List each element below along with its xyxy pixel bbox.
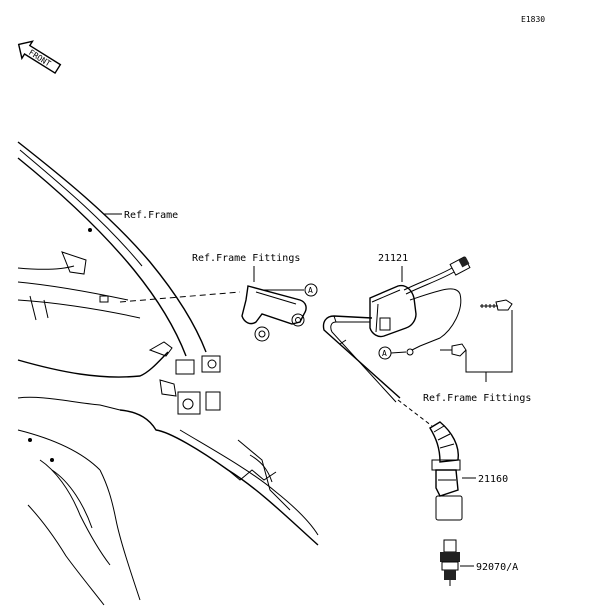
- callout-a-bottom: A: [382, 349, 387, 358]
- coil-mount-bolt: [480, 299, 513, 311]
- ref-frame-fittings-label-top: Ref.Frame Fittings: [192, 253, 300, 264]
- frame-drawing: [17, 141, 319, 606]
- callout-a-circle-top: [304, 283, 318, 297]
- coil-bracket: [241, 285, 307, 342]
- spark-plug-cap: [429, 421, 463, 521]
- spark-plug: [440, 539, 460, 586]
- ref-frame-label: Ref.Frame: [124, 210, 178, 221]
- figure-id: E1830: [521, 15, 545, 24]
- callout-a-top: A: [308, 286, 313, 295]
- part-number-21121: 21121: [378, 253, 408, 264]
- ref-frame-fittings-label-bottom: Ref.Frame Fittings: [423, 393, 531, 404]
- part-number-21160: 21160: [478, 474, 508, 485]
- ignition-coil: [322, 256, 471, 427]
- front-direction-icon: FRONT: [17, 40, 62, 75]
- ground-bolt: [440, 343, 467, 357]
- part-number-92070: 92070/A: [476, 562, 518, 573]
